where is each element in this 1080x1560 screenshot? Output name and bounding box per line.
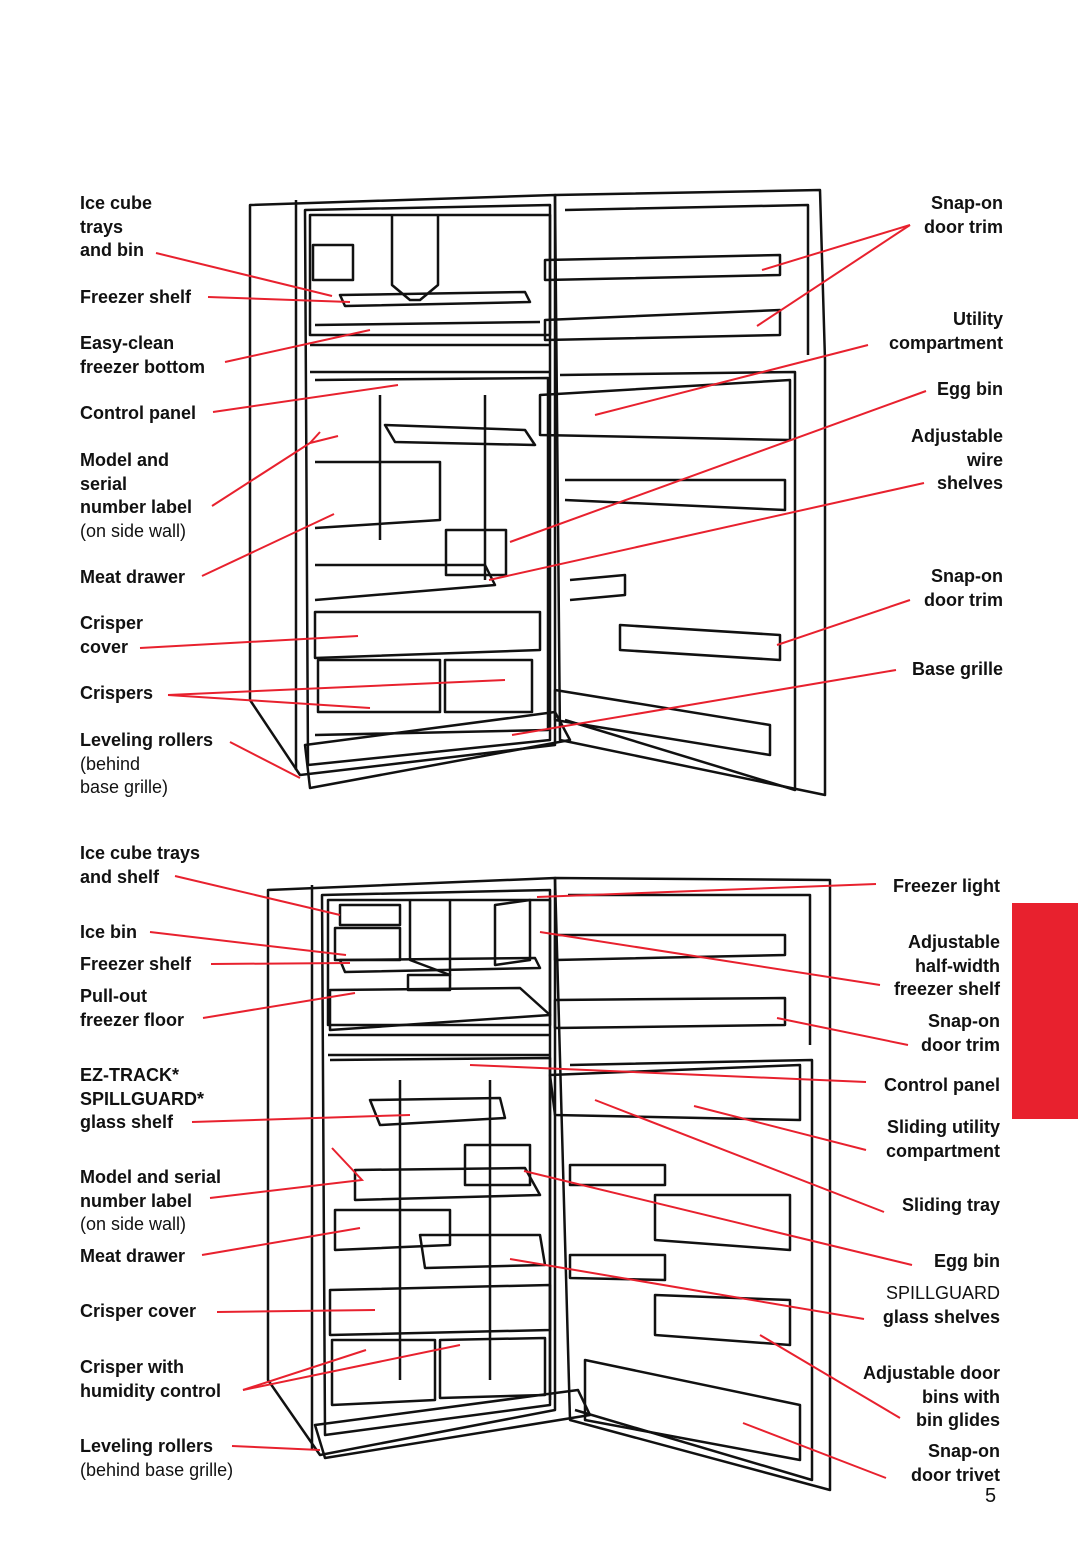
leader-lines: [139, 224, 927, 1479]
label-crisper-cover-2: Crisper cover: [80, 1301, 197, 1321]
label-meat-drawer: Meat drawer: [80, 567, 186, 587]
label-crispers: Crispers: [80, 683, 154, 703]
label-egg-bin: Egg bin: [937, 379, 1003, 399]
label-ice-bin: Ice bin: [80, 922, 138, 942]
label-freezer-shelf-2: Freezer shelf: [80, 954, 192, 974]
label-base-grille: Base grille: [911, 659, 1003, 679]
label-freezer-light: Freezer light: [892, 876, 1000, 896]
label-leveling-rollers-2: Leveling rollers(behind base grille): [80, 1436, 234, 1480]
page-number: 5: [985, 1485, 997, 1507]
label-meat-drawer-2: Meat drawer: [80, 1246, 186, 1266]
label-egg-bin-2: Egg bin: [934, 1251, 1000, 1271]
red-section-tab: [1012, 903, 1078, 1119]
label-control-panel-2: Control panel: [884, 1075, 1000, 1095]
label-sliding-tray: Sliding tray: [901, 1195, 1000, 1215]
label-control-panel: Control panel: [80, 403, 196, 423]
top-fridge-illustration: [248, 188, 827, 797]
bottom-fridge-illustration: [266, 876, 832, 1492]
label-ez-track-spillguard: EZ-TRACK*SPILLGUARD*glass shelf: [80, 1065, 205, 1132]
label-freezer-shelf: Freezer shelf: [80, 287, 192, 307]
